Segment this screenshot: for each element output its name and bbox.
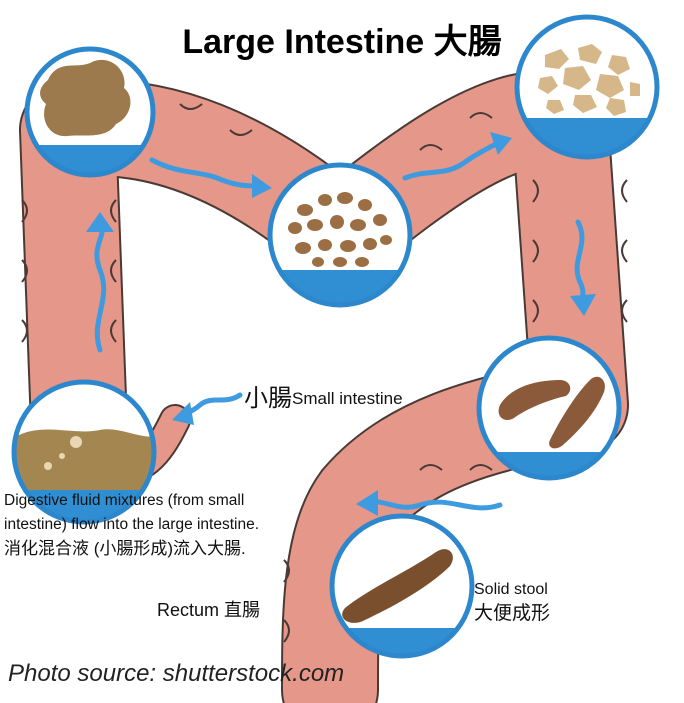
- photo-source-credit: Photo source: shutterstock.com: [8, 660, 345, 687]
- formed-stool-1: [498, 380, 571, 421]
- arrow-small-intestine: [183, 392, 243, 417]
- digestive-caption-line1: Digestive fluid mixtures (from small: [4, 492, 245, 509]
- solid-stool: [342, 549, 453, 623]
- small-intestine-label-en: Small intestine: [292, 389, 403, 408]
- solid-stool-label-zh: 大便成形: [474, 603, 551, 624]
- digestive-caption-zh: 消化混合液 (小腸形成)流入大腸.: [4, 539, 246, 558]
- small-intestine-label-zh: 小腸: [244, 385, 292, 412]
- small-intestine-label: 小腸Small intestine: [244, 378, 403, 413]
- rectum-label: Rectum 直腸: [157, 600, 261, 620]
- arrow-transverse-right: [402, 140, 501, 181]
- arrow-sigmoid-left: [369, 499, 503, 511]
- solid-stool-label: Solid stool 大便成形: [474, 578, 550, 626]
- stage-circle-2: [267, 162, 413, 308]
- semi-liquid-blob: [40, 59, 131, 137]
- digestive-caption-line2: intestine) flow into the large intestine…: [4, 516, 260, 533]
- solid-stool-label-en: Solid stool: [474, 581, 548, 598]
- diagram-title: Large Intestine 大腸: [182, 23, 502, 61]
- arrow-transverse-left: [149, 157, 261, 189]
- flow-arrows: [86, 132, 596, 516]
- arrow-up-ascending: [94, 222, 107, 353]
- formed-stool-2: [549, 376, 605, 449]
- digestive-fluid-caption: Digestive fluid mixtures (from small int…: [4, 489, 364, 561]
